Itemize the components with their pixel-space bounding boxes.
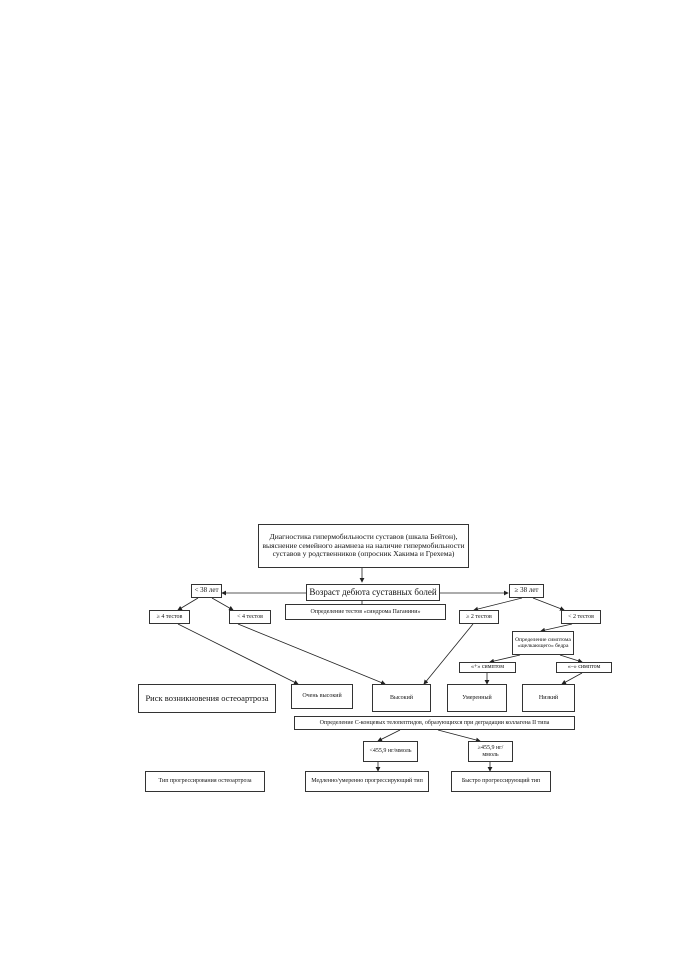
hypermobility-diagnosis-box: Диагностика гипермобильности суставов (ш… [258,524,469,568]
progression-type-label-box: Тип прогрессирования остеоартроза [145,771,265,792]
paganini-tests-box: Определение тестов «синдрома Паганини» [285,604,446,620]
risk-moderate-box: Умеренный [447,684,507,712]
risk-label-box: Риск возникновения остеоартроза [138,684,276,713]
tests-under-4-box: < 4 тестов [229,610,271,624]
risk-very-high-box: Очень высокий [291,684,353,709]
ctx-above-threshold-box: ≥455,9 нг/ммоль [468,741,513,762]
risk-low-box: Низкий [522,684,575,712]
risk-high-box: Высокий [372,684,431,712]
tests-under-2-box: < 2 тестов [561,610,601,624]
age-under-38-box: < 38 лет [191,584,222,598]
progression-slow-box: Медленно/умеренно прогрессирующий тип [305,771,429,792]
age-38-plus-box: ≥ 38 лет [509,584,544,598]
pain-onset-age-box: Возраст дебюта суставных болей [306,584,440,601]
progression-fast-box: Быстро прогрессирующий тип [451,771,551,792]
tests-2-plus-box: ≥ 2 тестов [459,610,499,624]
symptom-positive-box: «+» симптом [459,662,516,673]
symptom-negative-box: «–» симптом [556,662,612,673]
tests-4-plus-box: ≥ 4 тестов [149,610,190,624]
ctx-ii-test-box: Определение С-концевых телопептидов, обр… [294,716,575,730]
ctx-below-threshold-box: <455,9 нг/ммоль [363,741,418,762]
snapping-hip-box: Определение симптома «щелкающего» бедра [512,631,574,655]
